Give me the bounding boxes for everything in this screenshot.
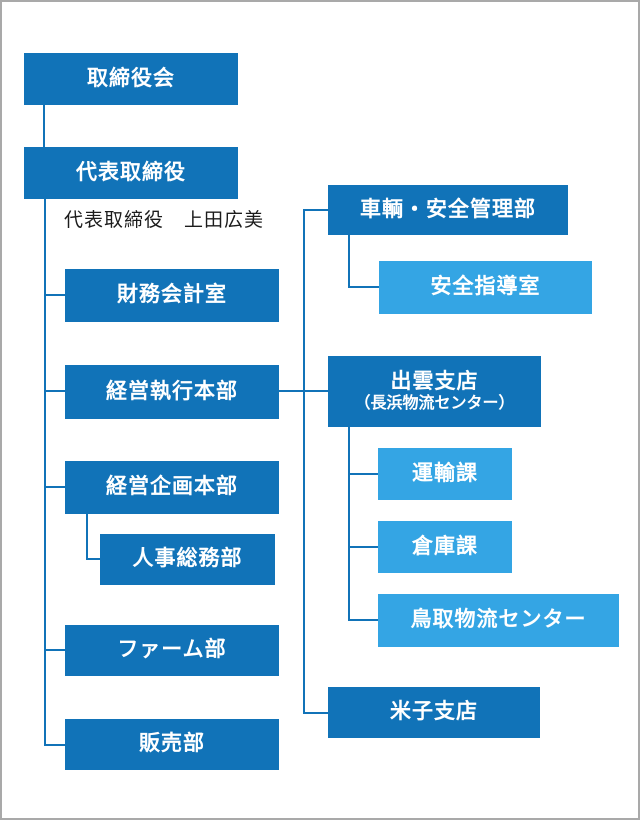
org-node-management-execution-hq: 経営執行本部 <box>65 365 279 419</box>
org-node-management-planning-hq: 経営企画本部 <box>65 461 279 514</box>
connector-vehicle-safety-guide-vertical <box>348 235 350 288</box>
org-node-board-of-directors: 取締役会 <box>24 53 238 105</box>
connector-stub-planning-hq <box>44 486 65 488</box>
connector-stub-warehouse <box>348 546 378 548</box>
izumo-branch-label: 出雲支店 <box>390 369 479 393</box>
connector-stub-safety-guide <box>348 286 379 288</box>
org-node-representative-director: 代表取締役 <box>24 147 238 199</box>
connector-planning-hr-vertical <box>86 514 88 560</box>
org-node-tottori-logistics-center: 鳥取物流センター <box>378 594 619 647</box>
connector-stub-finance <box>44 294 65 296</box>
connector-stub-farm <box>44 649 65 651</box>
org-node-hr-general-affairs-dept: 人事総務部 <box>100 534 275 585</box>
org-node-yonago-branch: 米子支店 <box>328 687 540 738</box>
org-node-izumo-branch: 出雲支店 （長浜物流センター） <box>328 356 541 427</box>
connector-stub-tottori <box>348 619 378 621</box>
org-node-finance-accounting-office: 財務会計室 <box>65 269 279 322</box>
org-node-sales-dept: 販売部 <box>65 719 279 770</box>
connector-stub-yonago <box>303 712 328 714</box>
org-node-warehouse-section: 倉庫課 <box>378 521 512 573</box>
connector-stub-vehicle-safety <box>303 209 328 211</box>
connector-planning-hr-stub <box>86 558 100 560</box>
connector-board-representative <box>43 105 45 147</box>
connector-stub-sales <box>44 744 65 746</box>
connector-stub-exec-hq <box>44 390 65 392</box>
izumo-branch-sublabel: （長浜物流センター） <box>354 394 515 412</box>
connector-stub-transport <box>348 473 378 475</box>
connector-main-vertical <box>44 199 46 746</box>
org-node-safety-guidance-office: 安全指導室 <box>379 261 592 314</box>
org-node-transport-section: 運輸課 <box>378 448 512 500</box>
representative-director-name: 代表取締役 上田広美 <box>64 210 265 231</box>
connector-right-vertical <box>303 209 305 714</box>
connector-izumo-children-vertical <box>348 427 350 621</box>
org-node-vehicle-safety-management-dept: 車輌・安全管理部 <box>328 185 568 235</box>
org-node-farm-dept: ファーム部 <box>65 625 279 676</box>
